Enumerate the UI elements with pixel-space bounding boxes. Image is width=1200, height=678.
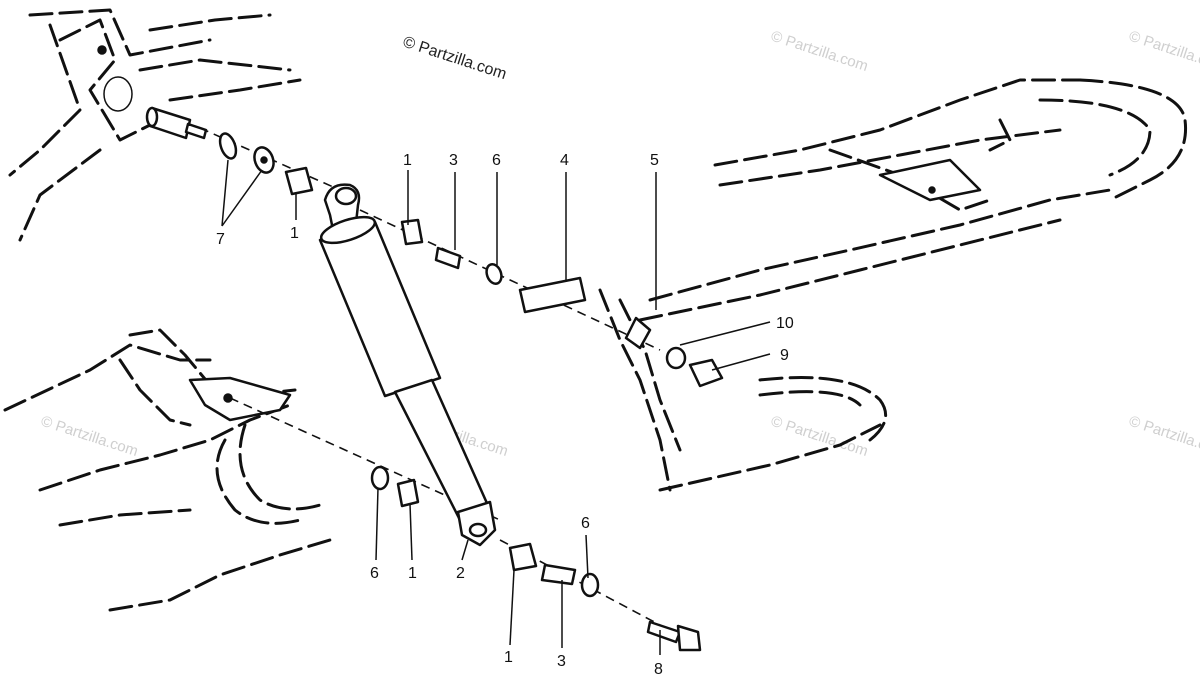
upper-frame-bracket [8,8,302,242]
lower-frame [3,328,332,612]
callout-10: 10 [776,315,794,332]
callout-6-upper: 6 [492,152,501,169]
shock-absorber [318,183,497,547]
callout-6-lower-right: 6 [581,515,590,532]
upper-mount-stud [145,106,208,140]
lower-hardware [370,465,702,652]
callout-5: 5 [650,152,659,169]
upper-hardware [218,132,724,388]
watermark-middle-left: © Partzilla.com [39,413,140,460]
callout-3-upper: 3 [449,152,458,169]
callout-3-bottom: 3 [557,653,566,670]
leader-lines [221,159,771,655]
callout-9: 9 [780,347,789,364]
rear-carrier-rack [598,78,1188,492]
watermark-top-right: © Partzilla.com [1127,28,1200,75]
watermark-far-right: © Partzilla.com [1127,413,1200,460]
callout-1-top-left: 1 [290,225,299,242]
callout-1-lower-left: 1 [408,565,417,582]
callout-6-lower-left: 6 [370,565,379,582]
watermark-main: © Partzilla.com [401,34,509,83]
callout-2: 2 [456,565,465,582]
watermark-top-center: © Partzilla.com [769,28,870,75]
callout-8: 8 [654,661,663,678]
callout-4: 4 [560,152,569,169]
callout-1-upper: 1 [403,152,412,169]
callout-1-bottom: 1 [504,649,513,666]
callout-labels: 7 1 1 3 6 4 5 10 9 6 1 2 6 1 3 8 [216,152,794,678]
callout-7: 7 [216,231,225,248]
